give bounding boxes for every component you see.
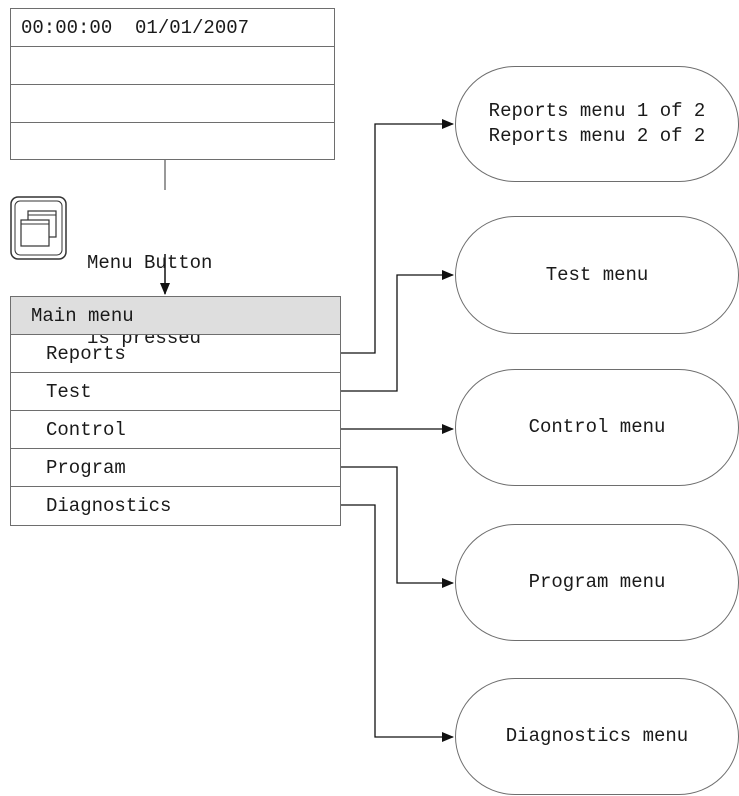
program-menu-label: Program menu	[528, 571, 666, 593]
test-menu-pill: Test menu	[455, 216, 739, 334]
main-menu: Main menu Reports Test Control Program D…	[10, 296, 341, 526]
control-menu-label: Control menu	[528, 416, 666, 438]
main-menu-title: Main menu	[11, 297, 340, 335]
menu-item-diagnostics[interactable]: Diagnostics	[46, 495, 172, 517]
lcd-row-3	[11, 85, 334, 123]
test-menu-label: Test menu	[545, 263, 649, 286]
reports-menu-pill: Reports menu 1 of 2 Reports menu 2 of 2	[455, 66, 739, 182]
menu-button-icon[interactable]	[10, 196, 67, 260]
diagnostics-menu-pill: Diagnostics menu	[455, 678, 739, 795]
diagnostics-arrow	[341, 504, 454, 742]
lcd-row-2	[11, 47, 334, 85]
program-arrow	[341, 466, 454, 588]
diagnostics-menu-label: Diagnostics menu	[505, 725, 689, 747]
reports-menu-line-1: Reports menu 1 of 2	[488, 100, 706, 122]
caption-line-1: Menu Button	[87, 252, 213, 274]
menu-item-test[interactable]: Test	[11, 373, 340, 411]
test-arrow	[341, 270, 454, 392]
control-menu-pill: Control menu	[455, 369, 739, 486]
lcd-datetime: 00:00:00 01/01/2007	[11, 9, 334, 47]
lcd-row-4	[11, 123, 334, 161]
menu-item-control[interactable]: Control	[11, 411, 340, 449]
menu-item-program[interactable]: Program	[11, 449, 340, 487]
menu-item-reports[interactable]: Reports	[11, 335, 340, 373]
reports-menu-line-2: Reports menu 2 of 2	[488, 125, 706, 147]
lcd-display: 00:00:00 01/01/2007	[10, 8, 335, 160]
reports-arrow	[341, 119, 454, 354]
program-menu-pill: Program menu	[455, 524, 739, 641]
